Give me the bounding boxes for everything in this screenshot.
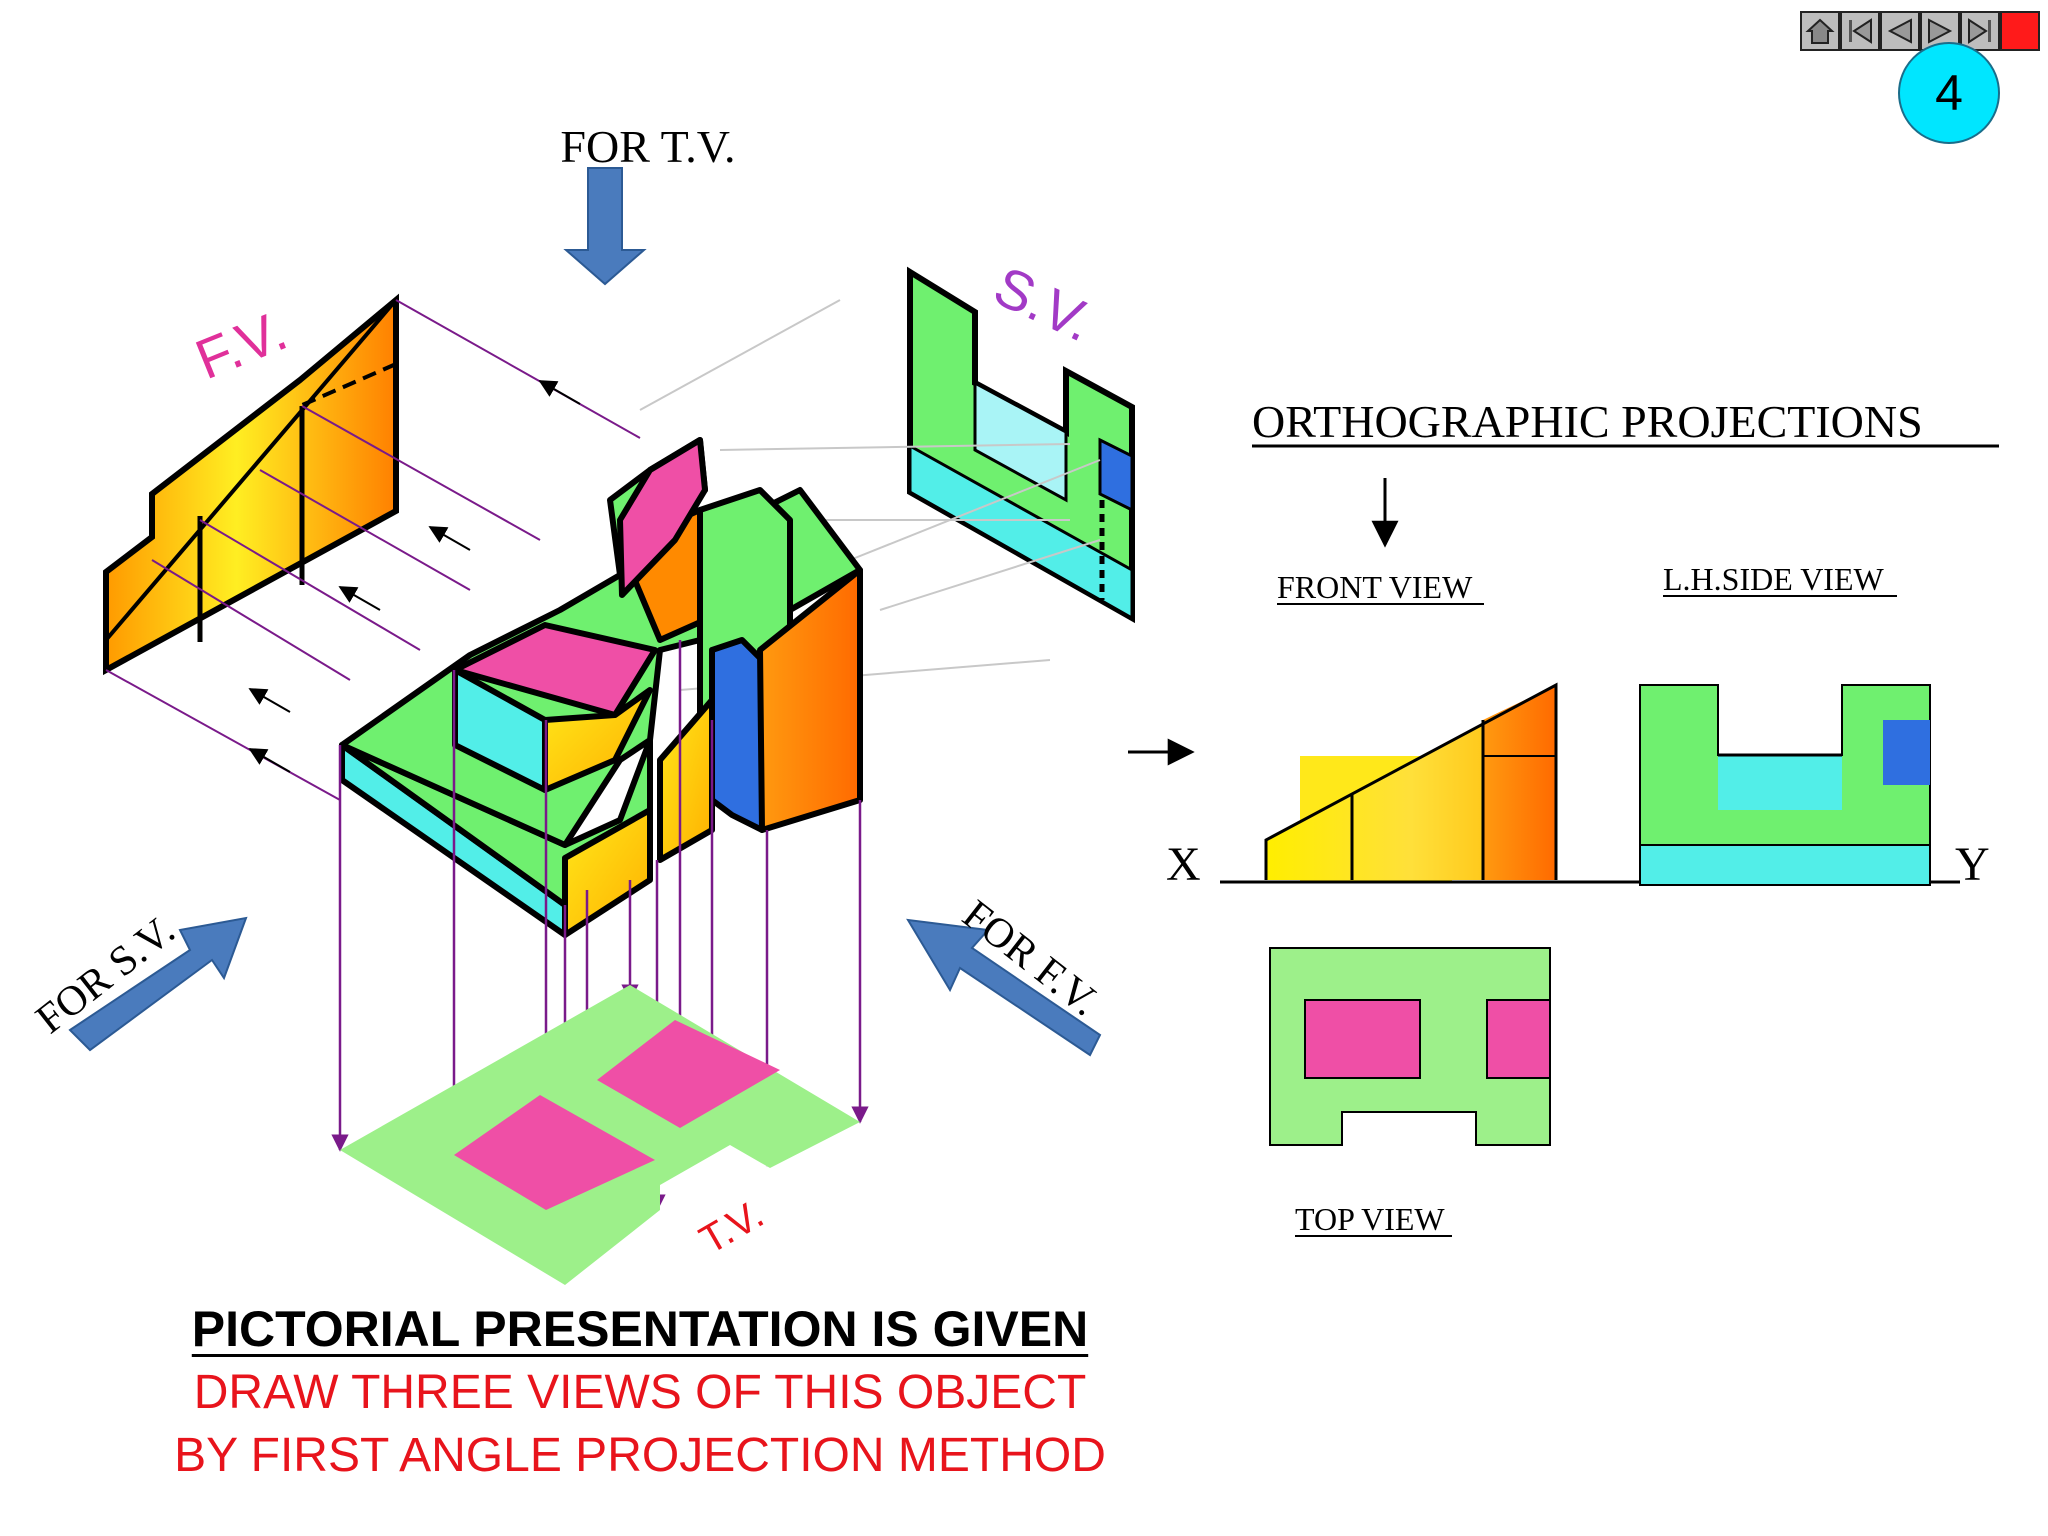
slide-number-badge: 4 bbox=[1898, 42, 2000, 144]
front-view-label: FRONT VIEW bbox=[1277, 569, 1473, 605]
slide-navigation-bar bbox=[1800, 11, 2048, 51]
fv-direction-arrow bbox=[906, 918, 1102, 1057]
home-button[interactable] bbox=[1800, 11, 1840, 51]
previous-slide-button[interactable] bbox=[1880, 11, 1920, 51]
last-slide-icon bbox=[1968, 18, 1991, 44]
caption-line-1: PICTORIAL PRESENTATION IS GIVEN bbox=[60, 1300, 1220, 1358]
ortho-heading: ORTHOGRAPHIC PROJECTIONS bbox=[1252, 396, 1923, 447]
front-view-drawing bbox=[1264, 682, 1558, 881]
tv-direction-arrow bbox=[563, 167, 647, 286]
side-view-drawing bbox=[1639, 684, 1931, 886]
first-slide-button[interactable] bbox=[1840, 11, 1880, 51]
last-slide-button[interactable] bbox=[1960, 11, 2000, 51]
fv-projection-plane bbox=[103, 293, 399, 676]
top-view-label: TOP VIEW bbox=[1295, 1201, 1445, 1237]
tv-projection-plane bbox=[340, 985, 860, 1285]
x-label: X bbox=[1166, 838, 1201, 891]
top-view-drawing bbox=[1269, 947, 1551, 1146]
fv-projector-lines bbox=[105, 299, 641, 801]
y-label: Y bbox=[1955, 838, 1990, 891]
caption-line-2: DRAW THREE VIEWS OF THIS OBJECT bbox=[193, 1366, 1087, 1419]
first-slide-icon bbox=[1849, 18, 1872, 44]
sv-direction-arrow bbox=[68, 916, 248, 1052]
fv-tag: F.V. bbox=[187, 299, 295, 392]
tv-tag: T.V. bbox=[693, 1192, 771, 1263]
previous-slide-icon bbox=[1887, 18, 1912, 44]
side-view-label: L.H.SIDE VIEW bbox=[1663, 561, 1885, 597]
for-tv-label: FOR T.V. bbox=[560, 121, 735, 172]
fv-projector-arrowheads bbox=[248, 380, 581, 773]
pictorial-object bbox=[339, 437, 863, 938]
next-slide-icon bbox=[1928, 18, 1953, 44]
caption-line-3: BY FIRST ANGLE PROJECTION METHOD bbox=[174, 1429, 1106, 1482]
caption-line-1-text: PICTORIAL PRESENTATION IS GIVEN bbox=[191, 1301, 1089, 1357]
sv-tag: S.V. bbox=[985, 254, 1103, 354]
home-icon bbox=[1805, 18, 1835, 44]
exit-button[interactable] bbox=[2000, 11, 2040, 51]
